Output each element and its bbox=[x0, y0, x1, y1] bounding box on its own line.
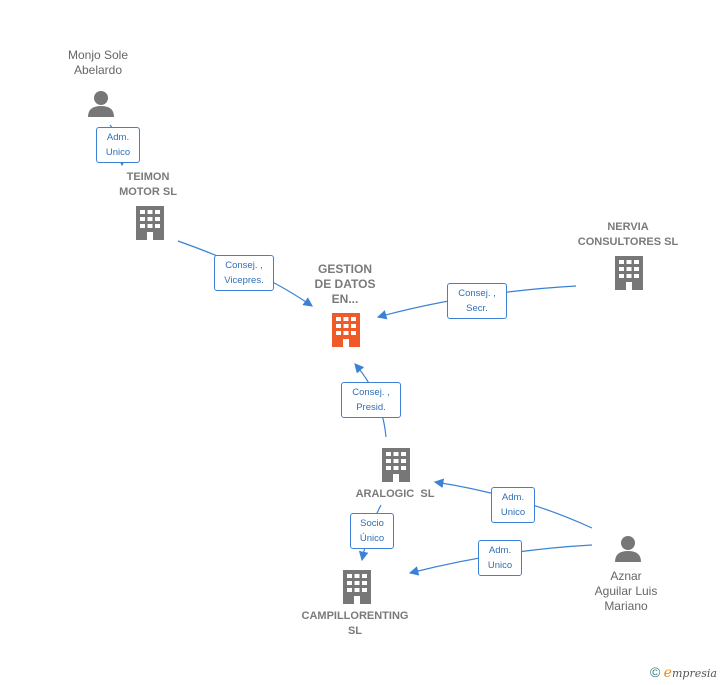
person-icon[interactable] bbox=[613, 534, 643, 564]
building-icon[interactable] bbox=[615, 256, 643, 290]
person-icon[interactable] bbox=[86, 89, 116, 119]
edge-label-monjo-teimon[interactable]: Adm. Unico bbox=[96, 127, 140, 163]
building-icon[interactable] bbox=[136, 206, 164, 240]
edge-label-aznar-campillo[interactable]: Adm. Unico bbox=[478, 540, 522, 576]
edge-label-nervia-gestion[interactable]: Consej. , Secr. bbox=[447, 283, 507, 319]
node-label-gestion[interactable]: GESTION DE DATOS EN... bbox=[314, 262, 376, 306]
building-icon[interactable] bbox=[382, 448, 410, 482]
building-icon-focus[interactable] bbox=[332, 313, 360, 347]
edge-label-aznar-aralogic[interactable]: Adm. Unico bbox=[491, 487, 535, 523]
edge-label-aralogic-gestion[interactable]: Consej. , Presid. bbox=[341, 382, 401, 418]
edge-label-aralogic-campillo[interactable]: Socio Único bbox=[350, 513, 394, 549]
node-label-campillorenting[interactable]: CAMPILLORENTING SL bbox=[301, 610, 409, 637]
node-label-nervia[interactable]: NERVIA CONSULTORES SL bbox=[577, 221, 679, 248]
node-label-teimon[interactable]: TEIMON MOTOR SL bbox=[119, 171, 177, 198]
node-label-monjo[interactable]: Monjo Sole Abelardo bbox=[67, 48, 129, 77]
node-label-aralogic[interactable]: ARALOGIC SL bbox=[355, 488, 435, 500]
copyright-symbol: © bbox=[650, 664, 661, 680]
brand-logo[interactable]: © empresia bbox=[650, 664, 717, 681]
edge-label-teimon-gestion[interactable]: Consej. , Vicepres. bbox=[214, 255, 274, 291]
building-icon[interactable] bbox=[343, 570, 371, 604]
brand-name: mpresia bbox=[671, 667, 717, 680]
brand-e: e bbox=[663, 665, 672, 681]
node-label-aznar[interactable]: Aznar Aguilar Luis Mariano bbox=[594, 569, 658, 613]
